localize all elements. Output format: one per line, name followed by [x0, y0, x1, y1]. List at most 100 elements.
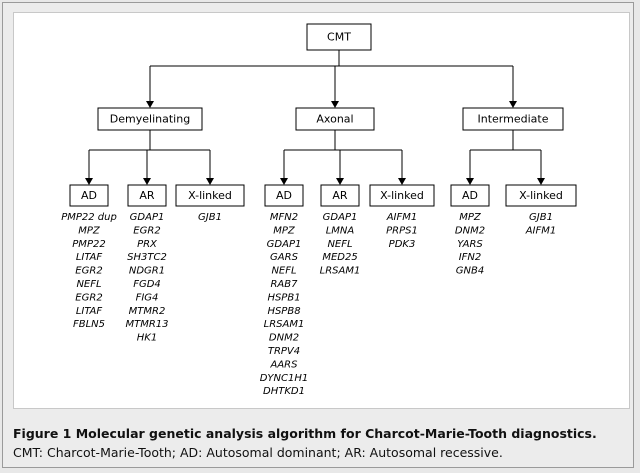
gene-intermediate-ad-0: MPZ: [459, 212, 482, 223]
gene-demyelinating-ar-9: HK1: [137, 333, 157, 344]
gene-demyelinating-ad-2: PMP22: [72, 239, 105, 250]
group-axonal-ad: AD: [264, 184, 304, 207]
gene-axonal-ad-4: NEFL: [271, 266, 296, 277]
group-demyelinating-x-linked-box: [175, 184, 245, 207]
gene-demyelinating-x-linked-0: GJB1: [198, 212, 222, 223]
gene-demyelinating-ar-4: NDGR1: [129, 266, 165, 277]
gene-demyelinating-ar-5: FGD4: [133, 279, 161, 290]
arrow-demyelinating-ar: [143, 178, 151, 185]
gene-intermediate-ad-1: DNM2: [455, 225, 485, 236]
gene-demyelinating-ad-4: EGR2: [75, 266, 102, 277]
gene-axonal-ad-6: HSPB1: [267, 292, 300, 303]
caption-title: Figure 1 Molecular genetic analysis algo…: [13, 426, 597, 441]
group-axonal-ad-label: AD: [276, 189, 292, 202]
gene-axonal-ar-0: GDAP1: [323, 212, 358, 223]
gene-axonal-ar-3: MED25: [322, 252, 357, 263]
category-demyelinating-box: [97, 107, 203, 131]
category-demyelinating: Demyelinating: [97, 107, 203, 131]
arrow-to-demyelinating: [146, 101, 154, 108]
gene-axonal-x-linked-0: AIFM1: [386, 212, 418, 223]
gene-intermediate-ad-2: YARS: [457, 239, 483, 250]
gene-axonal-ad-11: AARS: [270, 359, 299, 370]
group-axonal-ar-label: AR: [332, 189, 348, 202]
group-axonal-x-linked: X-linked: [369, 184, 435, 207]
group-demyelinating-ad-box: [69, 184, 109, 207]
group-axonal-x-linked-box: [369, 184, 435, 207]
gene-axonal-ad-1: MPZ: [273, 225, 296, 236]
group-intermediate-ad: AD: [450, 184, 490, 207]
group-axonal-ar-box: [320, 184, 360, 207]
category-intermediate: Intermediate: [462, 107, 564, 131]
group-demyelinating-ad-label: AD: [81, 189, 97, 202]
gene-axonal-ad-0: MFN2: [270, 212, 298, 223]
arrow-demyelinating-ad: [85, 178, 93, 185]
arrow-intermediate-x-linked: [537, 178, 545, 185]
figure-caption: Figure 1 Molecular genetic analysis algo…: [13, 424, 625, 462]
gene-axonal-ar-4: LRSAM1: [320, 266, 361, 277]
gene-axonal-ad-12: DYNC1H1: [260, 373, 309, 384]
gene-axonal-ad-2: GDAP1: [267, 239, 302, 250]
category-axonal: Axonal: [295, 107, 375, 131]
gene-demyelinating-ar-1: EGR2: [133, 225, 160, 236]
category-axonal-box: [295, 107, 375, 131]
group-axonal-x-linked-label: X-linked: [380, 189, 424, 202]
root-node-cmt-box: [306, 23, 372, 51]
gene-demyelinating-ad-7: LITAF: [76, 306, 103, 317]
gene-intermediate-x-linked-1: AIFM1: [525, 225, 557, 236]
gene-demyelinating-ar-8: MTMR13: [125, 319, 168, 330]
category-intermediate-box: [462, 107, 564, 131]
gene-demyelinating-ar-3: SH3TC2: [127, 252, 167, 263]
gene-demyelinating-ad-1: MPZ: [78, 225, 101, 236]
group-intermediate-x-linked-box: [505, 184, 577, 207]
caption-text: CMT: Charcot-Marie-Tooth; AD: Autosomal …: [13, 445, 503, 460]
gene-demyelinating-ar-6: FIG4: [136, 292, 159, 303]
gene-axonal-ad-8: LRSAM1: [264, 319, 305, 330]
gene-axonal-ad-5: RAB7: [270, 279, 298, 290]
group-demyelinating-ar-box: [127, 184, 167, 207]
category-demyelinating-label: Demyelinating: [110, 113, 190, 126]
category-intermediate-label: Intermediate: [478, 113, 549, 126]
gene-axonal-ad-13: DHTKD1: [263, 386, 305, 397]
gene-axonal-x-linked-2: PDK3: [389, 239, 416, 250]
arrow-axonal-ad: [280, 178, 288, 185]
arrow-axonal-ar: [336, 178, 344, 185]
group-intermediate-x-linked-label: X-linked: [519, 189, 563, 202]
gene-intermediate-x-linked-0: GJB1: [529, 212, 553, 223]
gene-demyelinating-ad-3: LITAF: [76, 252, 103, 263]
group-intermediate-ad-box: [450, 184, 490, 207]
gene-axonal-ar-2: NEFL: [327, 239, 352, 250]
group-intermediate-x-linked: X-linked: [505, 184, 577, 207]
group-demyelinating-ad: AD: [69, 184, 109, 207]
arrow-intermediate-ad: [466, 178, 474, 185]
group-demyelinating-ar-label: AR: [139, 189, 155, 202]
group-demyelinating-x-linked-label: X-linked: [188, 189, 232, 202]
arrow-to-axonal: [331, 101, 339, 108]
group-demyelinating-x-linked: X-linked: [175, 184, 245, 207]
gene-demyelinating-ar-2: PRX: [137, 239, 158, 250]
gene-axonal-ar-1: LMNA: [326, 225, 355, 236]
gene-demyelinating-ar-0: GDAP1: [130, 212, 165, 223]
gene-demyelinating-ad-6: EGR2: [75, 292, 102, 303]
gene-demyelinating-ad-8: FBLN5: [73, 319, 105, 330]
gene-demyelinating-ad-5: NEFL: [76, 279, 101, 290]
category-axonal-label: Axonal: [316, 113, 353, 126]
gene-demyelinating-ar-7: MTMR2: [129, 306, 166, 317]
gene-axonal-ad-9: DNM2: [269, 333, 299, 344]
connector-lines: [85, 50, 545, 185]
gene-axonal-ad-10: TRPV4: [268, 346, 300, 357]
root-node-cmt: CMT: [306, 23, 372, 51]
group-demyelinating-ar: AR: [127, 184, 167, 207]
gene-axonal-x-linked-1: PRPS1: [386, 225, 418, 236]
group-intermediate-ad-label: AD: [462, 189, 478, 202]
gene-axonal-ad-7: HSPB8: [267, 306, 300, 317]
arrow-axonal-x-linked: [398, 178, 406, 185]
root-node-cmt-label: CMT: [327, 31, 351, 44]
gene-demyelinating-ad-0: PMP22 dup: [61, 212, 117, 223]
gene-intermediate-ad-3: IFN2: [459, 252, 482, 263]
gene-intermediate-ad-4: GNB4: [456, 266, 484, 277]
arrow-demyelinating-x-linked: [206, 178, 214, 185]
arrow-to-intermediate: [509, 101, 517, 108]
group-axonal-ad-box: [264, 184, 304, 207]
